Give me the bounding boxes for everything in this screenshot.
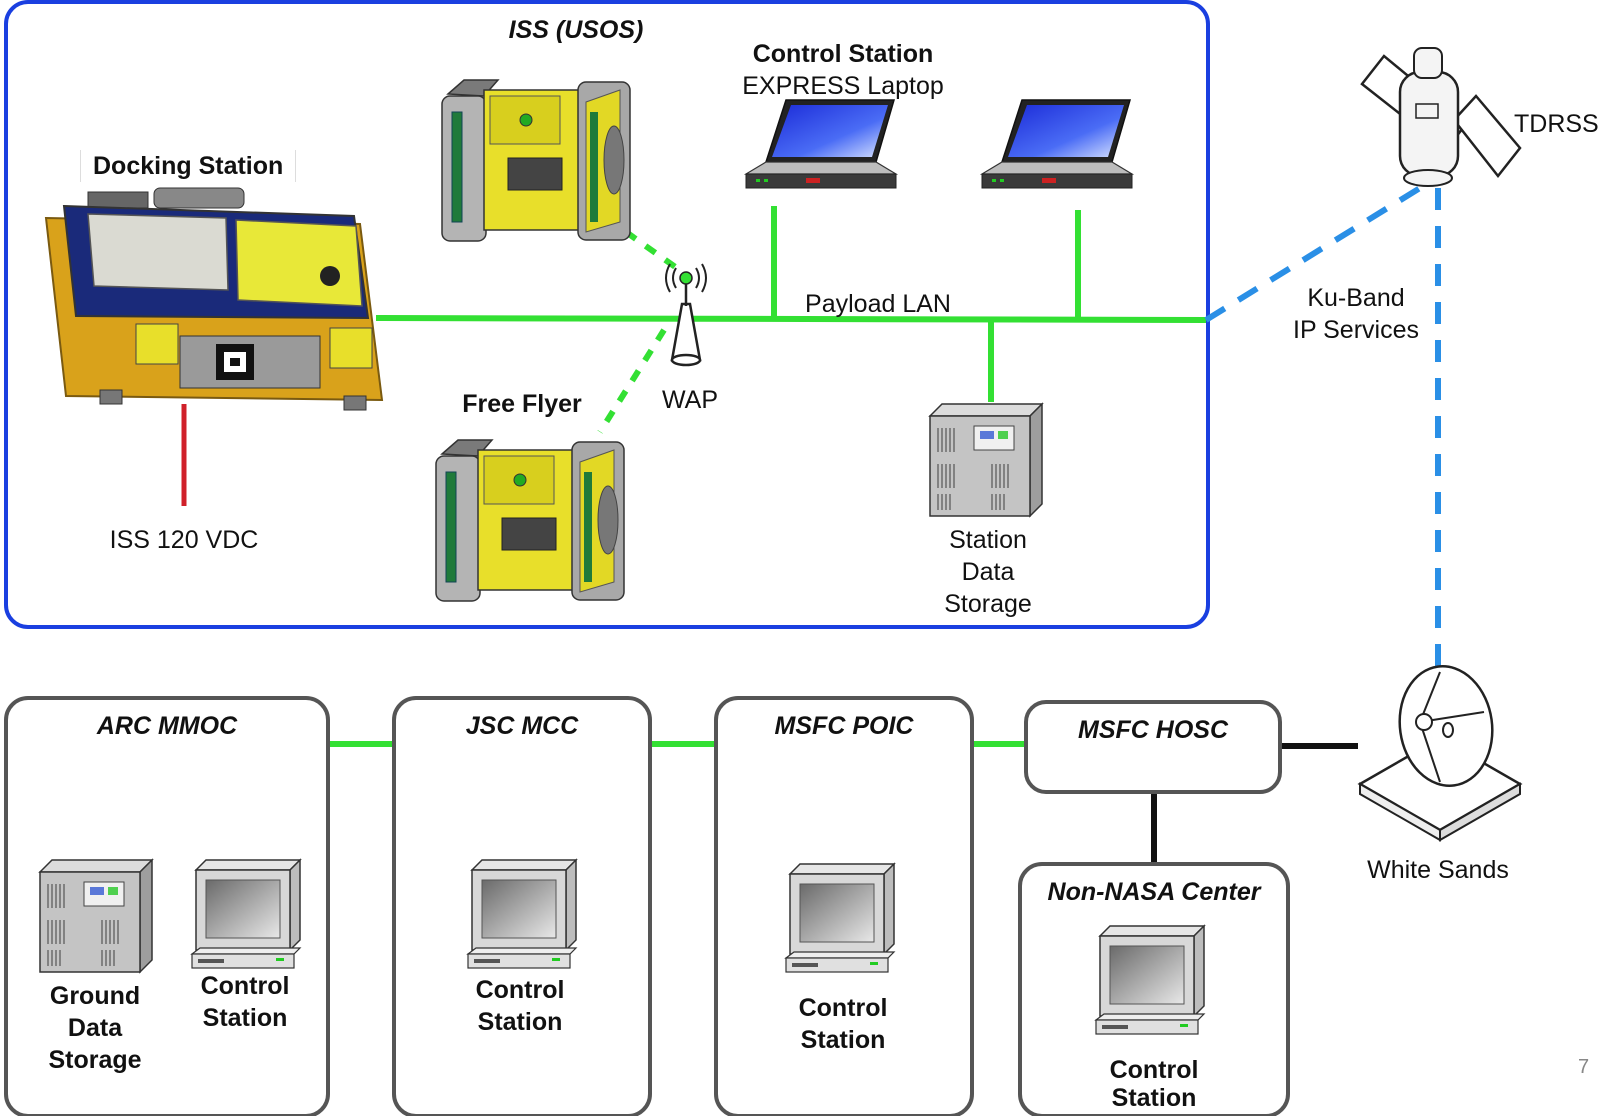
page-number: 7 bbox=[1578, 1056, 1590, 1078]
ground-data-storage-label-1: Ground bbox=[49, 982, 141, 1010]
payload-lan-lines bbox=[375, 206, 1207, 402]
white-sands-dish-icon bbox=[1357, 664, 1523, 842]
control-station-title: Control Station bbox=[752, 40, 934, 68]
free-flyer-label: Free Flyer bbox=[462, 390, 582, 418]
poic-control-station-icon bbox=[785, 863, 895, 973]
docking-station-label: Docking Station bbox=[80, 150, 297, 182]
wap-label: WAP bbox=[661, 386, 719, 414]
payload-lan-label: Payload LAN bbox=[805, 290, 951, 318]
jsc-control-station-icon bbox=[467, 859, 577, 969]
arc-control-station-label-1: Control bbox=[200, 972, 290, 1000]
wireless-links bbox=[597, 229, 690, 434]
non-nasa-control-station-label-1: Control bbox=[1109, 1056, 1199, 1084]
express-laptop-2-icon bbox=[981, 99, 1133, 189]
free-flyer-bottom-image bbox=[435, 439, 625, 602]
wap-icon bbox=[665, 263, 707, 367]
msfc-hosc-title: MSFC HOSC bbox=[1078, 716, 1228, 744]
non-nasa-control-station-icon bbox=[1095, 925, 1205, 1035]
station-data-storage-label-3: Storage bbox=[944, 590, 1032, 618]
arc-mmoc-title: ARC MMOC bbox=[96, 712, 238, 740]
white-sands-label: White Sands bbox=[1367, 856, 1509, 884]
docking-station-image bbox=[44, 187, 384, 411]
station-data-storage-label-2: Data bbox=[961, 558, 1015, 586]
ground-data-storage-icon bbox=[39, 859, 153, 973]
ku-band-label-2: IP Services bbox=[1293, 316, 1419, 344]
jsc-control-station-label-1: Control bbox=[475, 976, 565, 1004]
msfc-poic-title: MSFC POIC bbox=[774, 712, 914, 740]
ground-data-storage-label-2: Data bbox=[67, 1014, 123, 1042]
arc-control-station-label-2: Station bbox=[202, 1004, 288, 1032]
jsc-mcc-title: JSC MCC bbox=[465, 712, 579, 740]
express-laptop-1-icon bbox=[745, 99, 897, 189]
ground-data-storage-label-3: Storage bbox=[48, 1046, 142, 1074]
station-data-storage-label-1: Station bbox=[949, 526, 1027, 554]
poic-control-station-label-2: Station bbox=[800, 1026, 886, 1054]
arc-control-station-icon bbox=[191, 859, 301, 969]
non-nasa-center-title: Non-NASA Center bbox=[1047, 878, 1261, 906]
jsc-control-station-label-2: Station bbox=[477, 1008, 563, 1036]
free-flyer-top-image bbox=[441, 79, 631, 242]
poic-control-station-label-1: Control bbox=[798, 994, 888, 1022]
non-nasa-control-station-label-2: Station bbox=[1111, 1084, 1197, 1112]
arc-mmoc-box bbox=[4, 696, 330, 1116]
ku-band-links bbox=[1204, 185, 1441, 666]
hosc-links bbox=[1151, 743, 1358, 864]
station-data-storage-icon bbox=[929, 403, 1043, 517]
express-laptop-label: EXPRESS Laptop bbox=[742, 72, 944, 100]
msfc-hosc-box bbox=[1024, 700, 1282, 794]
iss-title: ISS (USOS) bbox=[508, 16, 644, 44]
tdrss-label: TDRSS bbox=[1514, 110, 1599, 138]
ku-band-label-1: Ku-Band bbox=[1307, 284, 1405, 312]
power-label: ISS 120 VDC bbox=[109, 526, 259, 554]
tdrss-satellite-icon bbox=[1360, 47, 1522, 187]
iss-boundary bbox=[4, 0, 1210, 629]
